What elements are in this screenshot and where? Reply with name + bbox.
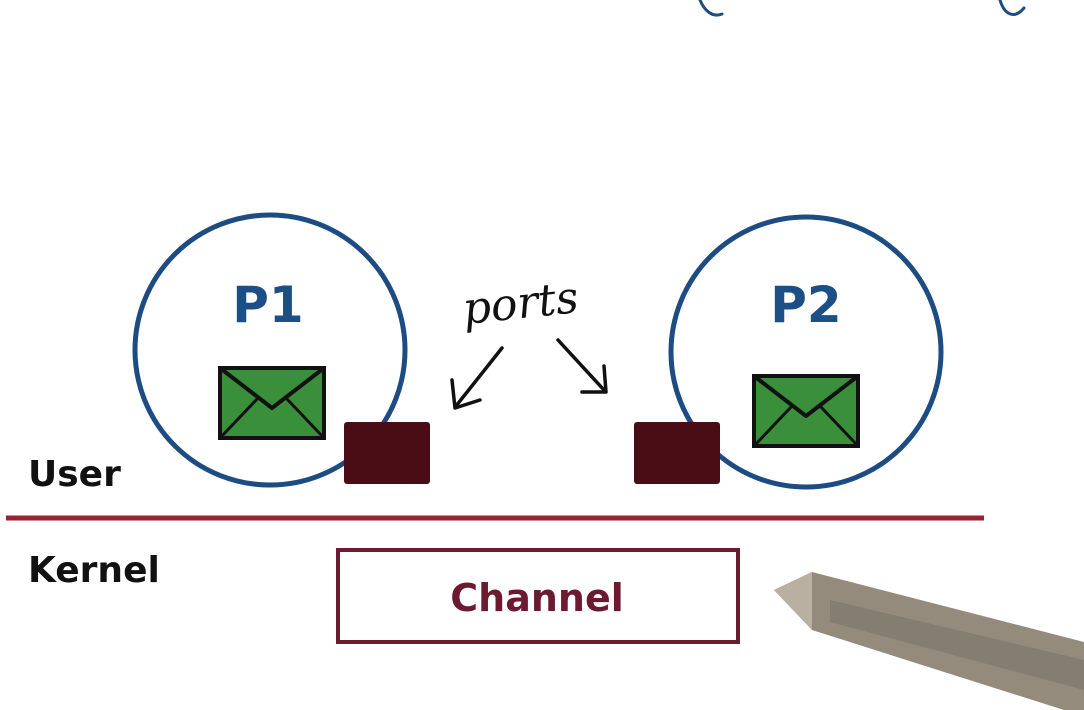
process-p2-label: P2 — [770, 276, 841, 334]
cropped-handwriting — [698, 0, 1026, 17]
envelope-icon — [752, 374, 860, 448]
port-p2 — [634, 422, 720, 484]
channel-label: Channel — [450, 576, 624, 620]
process-p1-circle — [132, 212, 408, 488]
ports-annotation: ports — [460, 272, 581, 335]
process-p2: P2 — [668, 214, 944, 490]
pen-icon — [774, 572, 1084, 710]
kernel-layer-label: Kernel — [28, 550, 160, 591]
process-p2-circle — [668, 214, 944, 490]
port-p1 — [344, 422, 430, 484]
channel-box: Channel — [336, 548, 740, 644]
user-layer-label: User — [28, 454, 121, 495]
arrow-to-port-p1 — [450, 346, 504, 410]
process-p1-label: P1 — [232, 276, 303, 334]
arrow-to-port-p2 — [556, 338, 608, 394]
process-p1: P1 — [132, 212, 408, 488]
envelope-icon — [218, 366, 326, 440]
